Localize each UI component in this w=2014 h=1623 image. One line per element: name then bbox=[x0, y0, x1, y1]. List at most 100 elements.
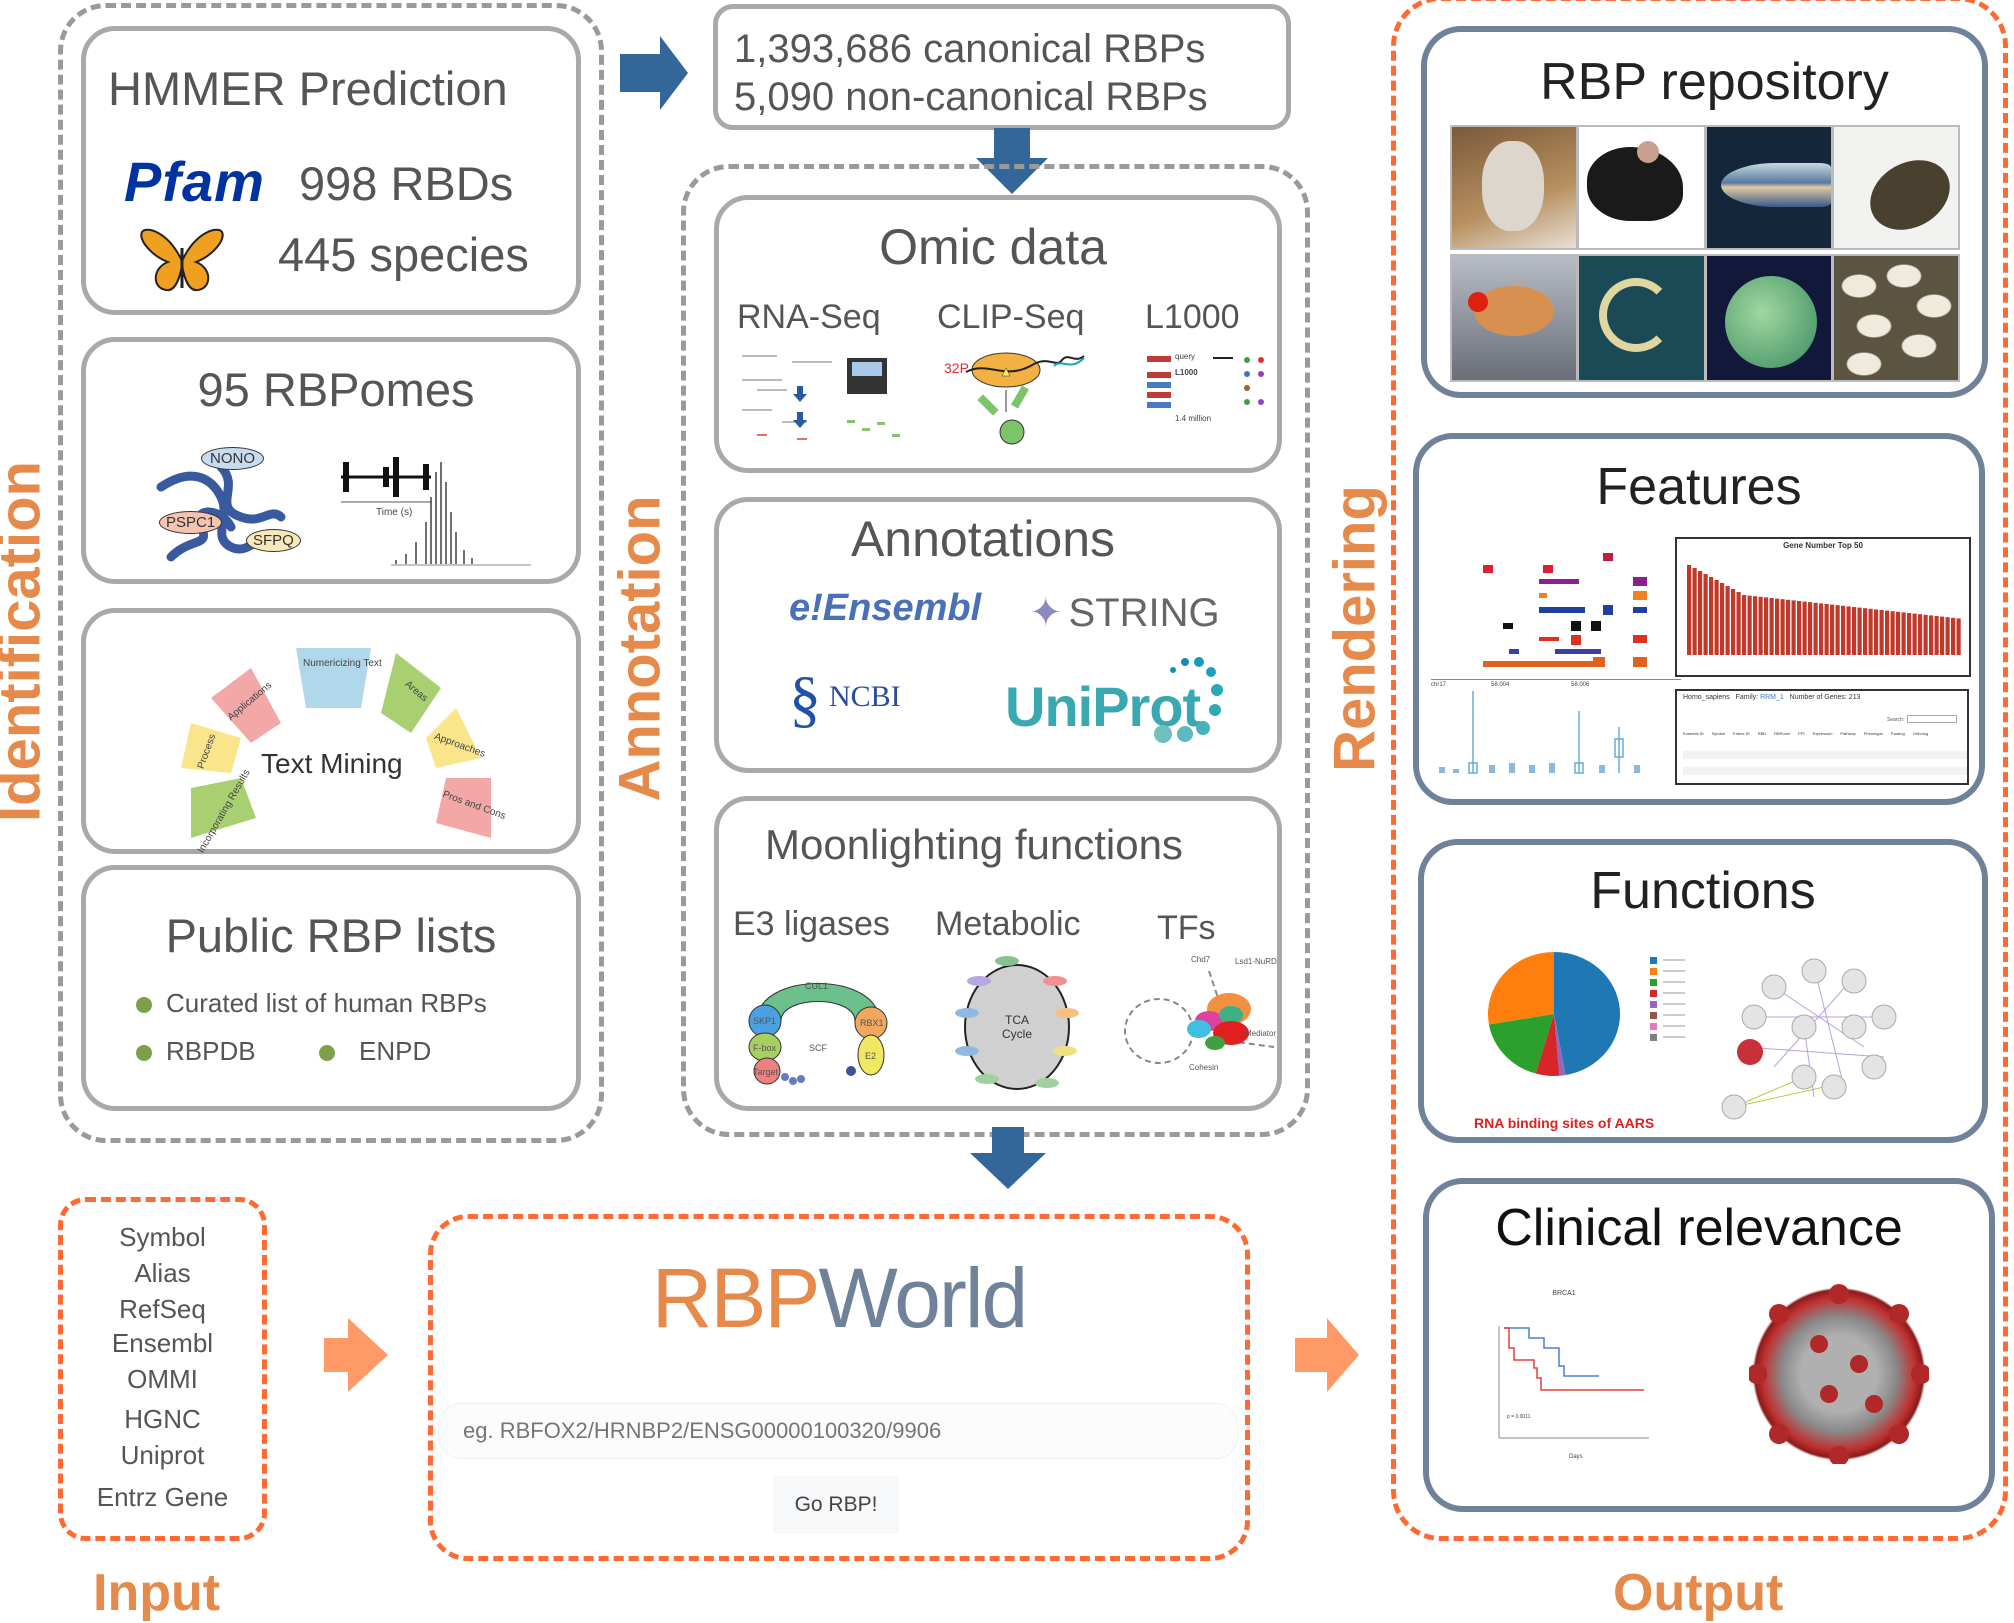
rbp-search-input[interactable] bbox=[438, 1403, 1238, 1459]
rbp-family-table: Homo_sapiens Family: RRM_1 Number of Gen… bbox=[1675, 689, 1969, 785]
top50-bar bbox=[1720, 583, 1725, 655]
top50-bar bbox=[1714, 580, 1719, 655]
l1000-l1000-label: L1000 bbox=[1175, 368, 1198, 377]
top50-bar bbox=[1813, 602, 1818, 655]
protein-interaction-network bbox=[1721, 958, 1897, 1120]
legend-swatch bbox=[1650, 956, 1657, 964]
e3-cul1: CUL1 bbox=[805, 981, 829, 991]
table-header: Homo_sapiens Family: RRM_1 Number of Gen… bbox=[1683, 694, 1861, 701]
top50-bar bbox=[1808, 602, 1813, 655]
segment-numericizing: Numericizing Text bbox=[303, 658, 382, 669]
table-column-header[interactable]: Paralog bbox=[1890, 731, 1905, 736]
top50-bar bbox=[1863, 608, 1868, 655]
arrow-right-icon bbox=[620, 36, 688, 110]
l1000-illustration: query L1000 1.4 million bbox=[1143, 350, 1273, 446]
table-column-header[interactable]: Symbol bbox=[1711, 731, 1726, 736]
identification-label: Identification bbox=[0, 461, 53, 822]
bullet-icon bbox=[319, 1045, 335, 1062]
e3-rbx1: RBX1 bbox=[860, 1018, 884, 1028]
organism-frog bbox=[1832, 125, 1960, 250]
table-column-header[interactable]: Phenotype bbox=[1863, 731, 1883, 736]
id-type: Entrz Gene bbox=[96, 1482, 229, 1512]
input-group bbox=[58, 1197, 267, 1541]
moonlighting-title: Moonlighting functions bbox=[765, 821, 1183, 868]
legend-swatch bbox=[1650, 989, 1657, 997]
protein-pspc1: PSPC1 bbox=[159, 511, 223, 534]
top50-bar bbox=[1907, 613, 1912, 655]
tf-complex-illustration: Chd7 Lsd1-NuRD Mediator Cohesin bbox=[1119, 951, 1279, 1081]
top50-bar bbox=[1835, 605, 1840, 655]
go-rbp-button[interactable]: Go RBP! bbox=[773, 1476, 899, 1534]
rbp-counts-card: 1,393,686 canonical RBPs 5,090 non-canon… bbox=[713, 4, 1291, 130]
tf-chd7: Chd7 bbox=[1191, 955, 1211, 964]
uniprot-dots-icon bbox=[1154, 657, 1223, 743]
bullet-icon bbox=[136, 997, 152, 1014]
top50-bar bbox=[1901, 612, 1906, 655]
e3-skp1: SKP1 bbox=[753, 1016, 777, 1026]
annotations-title: Annotations bbox=[850, 511, 1116, 567]
pie-slice bbox=[1488, 952, 1554, 1025]
top50-bar bbox=[1786, 599, 1791, 655]
clinical-title: Clinical relevance bbox=[1495, 1199, 1903, 1257]
top50-bar bbox=[1923, 614, 1928, 655]
id-type: HGNC bbox=[124, 1404, 201, 1434]
table-column-header[interactable]: Expression bbox=[1812, 731, 1833, 736]
hmmer-title: HMMER Prediction bbox=[108, 62, 508, 115]
table-column-header[interactable]: Entrez ID bbox=[1733, 731, 1750, 736]
non-canonical-count: 5,090 non-canonical RBPs bbox=[734, 75, 1208, 119]
l1000-million-label: 1.4 million bbox=[1175, 414, 1212, 423]
id-type: Symbol bbox=[119, 1222, 206, 1252]
id-type: Alias bbox=[134, 1258, 191, 1288]
omic-type-l1000: L1000 bbox=[1145, 298, 1240, 336]
helix-icon: § bbox=[789, 663, 821, 734]
km-pvalue: p = 0.0011 bbox=[1507, 1414, 1531, 1420]
id-type: Uniprot bbox=[120, 1440, 205, 1470]
features-card: Features chr17 58.004 58.006 Gene Number… bbox=[1413, 433, 1985, 805]
pie-slice bbox=[1554, 952, 1620, 1076]
omic-title: Omic data bbox=[879, 219, 1107, 275]
legend-swatch bbox=[1650, 1000, 1657, 1008]
table-column-header[interactable]: RBD bbox=[1757, 731, 1767, 736]
organism-human bbox=[1450, 125, 1578, 250]
id-type-list: Symbol Alias RefSeq Ensembl OMMI HGNC Un… bbox=[58, 1222, 267, 1518]
legend-item bbox=[1650, 955, 1710, 965]
table-column-header[interactable]: PPI bbox=[1798, 731, 1805, 736]
top50-bar bbox=[1879, 610, 1884, 655]
table-search-input[interactable] bbox=[1907, 715, 1957, 723]
pie-slice bbox=[1554, 1014, 1566, 1076]
legend-swatch bbox=[1650, 1033, 1657, 1041]
bullet-icon bbox=[136, 1045, 152, 1062]
e3-target: Target bbox=[753, 1067, 779, 1077]
tf-mediator: Mediator bbox=[1245, 1029, 1277, 1038]
id-type: Ensembl bbox=[111, 1328, 214, 1358]
top50-bar bbox=[1736, 592, 1741, 655]
top50-bar bbox=[1775, 598, 1780, 655]
protein-complex-illustration: NONO PSPC1 SFPQ bbox=[151, 447, 311, 577]
top50-bar bbox=[1956, 618, 1961, 655]
ensembl-logo: e!Ensembl bbox=[789, 587, 982, 629]
table-column-header[interactable]: Ensembl ID bbox=[1683, 731, 1704, 736]
protein-sfpq: SFPQ bbox=[246, 529, 301, 552]
table-column-header[interactable]: Pathway bbox=[1840, 731, 1856, 736]
id-type: OMMI bbox=[127, 1364, 198, 1394]
top50-bar bbox=[1874, 609, 1879, 655]
l1000-query-label: query bbox=[1175, 352, 1196, 361]
top50-bar bbox=[1731, 589, 1736, 655]
rbpworld-panel bbox=[428, 1214, 1250, 1561]
organism-nematode bbox=[1577, 254, 1706, 382]
top50-bar bbox=[1687, 565, 1692, 655]
functions-caption: RNA binding sites of AARS bbox=[1474, 1115, 1655, 1131]
top50-bar bbox=[1824, 604, 1829, 655]
legend-item bbox=[1650, 966, 1710, 976]
moonlighting-card: Moonlighting functions E3 ligases Metabo… bbox=[714, 796, 1282, 1111]
top50-bar bbox=[1742, 595, 1747, 655]
top50-bar bbox=[1918, 614, 1923, 655]
hmmer-card: HMMER Prediction Pfam 998 RBDs 445 speci… bbox=[81, 26, 581, 315]
legend-swatch bbox=[1650, 967, 1657, 975]
id-type: RefSeq bbox=[119, 1294, 206, 1324]
list-item: RBPDB bbox=[136, 1036, 256, 1067]
table-column-header[interactable]: RBPome bbox=[1774, 731, 1791, 736]
legend-item bbox=[1650, 1010, 1710, 1020]
top50-bar bbox=[1725, 586, 1730, 655]
table-column-header[interactable]: Ortholog bbox=[1912, 731, 1929, 736]
